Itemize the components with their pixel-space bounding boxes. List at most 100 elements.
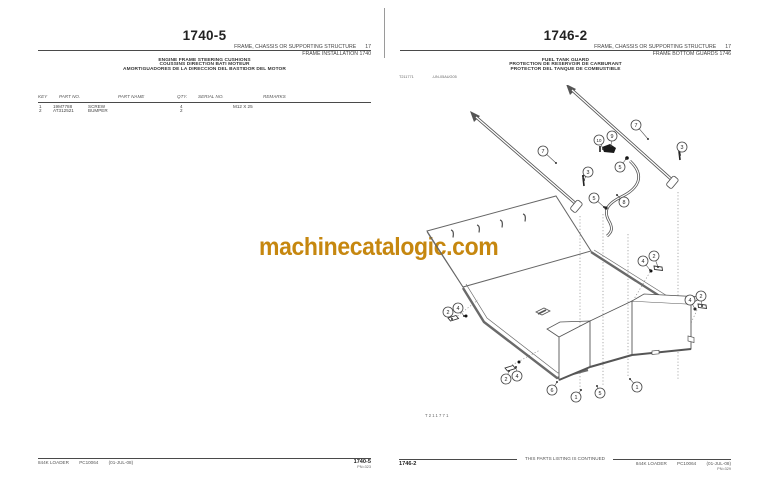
cell-key: 1 bbox=[39, 103, 42, 109]
callout-balloon bbox=[618, 196, 630, 208]
footer-rule bbox=[38, 457, 371, 459]
footer-date: (01-JUL-08) bbox=[108, 460, 134, 465]
callout-balloon bbox=[648, 250, 660, 262]
right-titles: FUEL TANK GUARD PROTECTION DE RESERVOIR … bbox=[400, 57, 731, 73]
title-es: AMORTIGUADORES DE LA DIRECCION DEL BASTI… bbox=[123, 67, 286, 73]
left-titles: ENGINE FRAME STEERING CUSHIONS COUSSINS … bbox=[38, 58, 371, 73]
section-title: FRAME, CHASSIS OR SUPPORTING STRUCTURE bbox=[234, 43, 357, 50]
left-footer-info: 844K LOADER PC10064 (01-JUL-08) bbox=[38, 460, 142, 465]
callout-number: 2 bbox=[653, 254, 656, 260]
footer-catalog: PC10064 bbox=[677, 461, 697, 466]
callout-number: 5 bbox=[619, 165, 622, 171]
callout-balloon bbox=[588, 192, 600, 204]
title-fr: COUSSINS DIRECTION BATI MOTEUR bbox=[159, 62, 250, 68]
table-row: 1 19M7788 SCREW 4 M12 X 25 bbox=[38, 104, 371, 109]
callout-balloon bbox=[442, 306, 454, 318]
page-divider bbox=[384, 8, 385, 58]
title-fr: PROTECTION DE RESERVOIR DE CARBURANT bbox=[509, 62, 622, 68]
section-page: 17 bbox=[725, 43, 731, 50]
callout-balloon bbox=[594, 387, 606, 399]
cell-qty: 2 bbox=[180, 108, 183, 113]
callout-balloon bbox=[606, 130, 618, 142]
right-sub-header: FRAME BOTTOM GUARDS 1746 bbox=[652, 51, 731, 57]
left-footer-page-id: 1740-5 bbox=[353, 459, 371, 465]
header-rule bbox=[400, 50, 731, 51]
callout-balloon bbox=[614, 161, 626, 173]
callout-number: 10 bbox=[597, 138, 602, 143]
footer-catalog: PC10064 bbox=[79, 460, 99, 465]
guard-box-right bbox=[589, 293, 704, 368]
callout-number: 4 bbox=[642, 259, 645, 265]
cell-part-no: AT312521 bbox=[53, 108, 74, 113]
callout-number: 4 bbox=[689, 298, 692, 304]
col-remarks: REMARKS bbox=[263, 94, 286, 99]
callout-balloon bbox=[582, 166, 594, 178]
callout-number: 7 bbox=[542, 149, 545, 155]
cell-qty: 4 bbox=[180, 103, 183, 109]
left-section-header: FRAME, CHASSIS OR SUPPORTING STRUCTURE 1… bbox=[38, 44, 371, 50]
leader-dashed-lines bbox=[454, 192, 698, 392]
callout-balloon bbox=[637, 255, 649, 267]
cell-part-no: 19M7788 bbox=[53, 103, 73, 109]
clamp-brackets bbox=[447, 265, 708, 372]
section-title: FRAME, CHASSIS OR SUPPORTING STRUCTURE bbox=[594, 43, 717, 50]
callout-number: 1 bbox=[636, 385, 639, 391]
left-page-number: 1740-5 bbox=[182, 28, 227, 43]
left-footer-pn: PN=323 bbox=[357, 465, 371, 469]
callout-balloon bbox=[511, 370, 523, 382]
callout-number: 1 bbox=[575, 395, 578, 401]
callout-balloon bbox=[546, 384, 558, 396]
cell-part-name: BUMPER bbox=[88, 108, 108, 113]
footer-rule-right bbox=[613, 458, 731, 460]
table-header-row: KEY PART NO. PART NAME QTY. SERIAL NO. R… bbox=[38, 94, 371, 100]
callout-number: 8 bbox=[623, 200, 626, 206]
callout-balloon bbox=[537, 145, 549, 157]
callout-number: 2 bbox=[447, 310, 450, 316]
plate-hook-slots bbox=[450, 213, 527, 238]
figure-id-bottom: T211771 bbox=[425, 413, 450, 418]
right-footer-info: 844K LOADER PC10064 (01-JUL-08) bbox=[531, 461, 731, 466]
watermark-text: machinecatalogic.com bbox=[259, 233, 499, 261]
figure-id: T211771 bbox=[399, 74, 414, 79]
col-serial: SERIAL NO. bbox=[198, 94, 224, 99]
callout-number: 3 bbox=[681, 145, 684, 151]
cell-part-name: SCREW bbox=[88, 103, 106, 109]
col-qty: QTY. bbox=[177, 94, 188, 99]
callout-number: 7 bbox=[635, 123, 638, 129]
table-header-rule bbox=[38, 102, 371, 103]
guard-rod-right bbox=[566, 85, 679, 189]
callout-number: 6 bbox=[551, 388, 554, 394]
table-row: 2 AT312521 BUMPER 2 bbox=[38, 108, 371, 113]
footer-date: (01-JUL-08) bbox=[706, 461, 731, 466]
col-key: KEY bbox=[38, 94, 48, 99]
callout-balloon bbox=[684, 294, 696, 306]
right-page-number: 1746-2 bbox=[543, 28, 588, 43]
cell-key: 2 bbox=[39, 108, 42, 113]
callout-balloon bbox=[695, 290, 707, 302]
title-en: FUEL TANK GUARD bbox=[541, 57, 590, 63]
callout-balloon bbox=[676, 141, 688, 153]
callout-number: 4 bbox=[457, 306, 460, 312]
right-footer-pn: PN=329 bbox=[717, 466, 731, 471]
callout-number: 4 bbox=[516, 374, 519, 380]
figure-revision: -UN-05AUG05 bbox=[432, 74, 457, 79]
cell-remarks: M12 X 25 bbox=[233, 103, 253, 109]
guard-rod-left bbox=[470, 111, 583, 213]
callout-balloon bbox=[500, 373, 512, 385]
col-part-no: PART NO. bbox=[59, 94, 81, 99]
right-footer-page-id: 1746-2 bbox=[399, 460, 417, 467]
footer-rule-left bbox=[399, 458, 517, 460]
callout-balloon bbox=[452, 302, 464, 314]
header-rule bbox=[38, 50, 371, 51]
footer-model: 844K LOADER bbox=[635, 461, 667, 466]
callout-balloon bbox=[593, 134, 605, 146]
left-sub-header: FRAME INSTALLATION 1740 bbox=[302, 51, 371, 57]
callout-number: 2 bbox=[700, 294, 703, 300]
callout-number: 5 bbox=[599, 391, 602, 397]
continued-note: THIS PARTS LISTING IS CONTINUED bbox=[525, 455, 605, 461]
callout-number: 2 bbox=[505, 377, 508, 383]
col-part-name: PART NAME bbox=[118, 94, 145, 99]
footer-model: 844K LOADER bbox=[38, 460, 69, 465]
